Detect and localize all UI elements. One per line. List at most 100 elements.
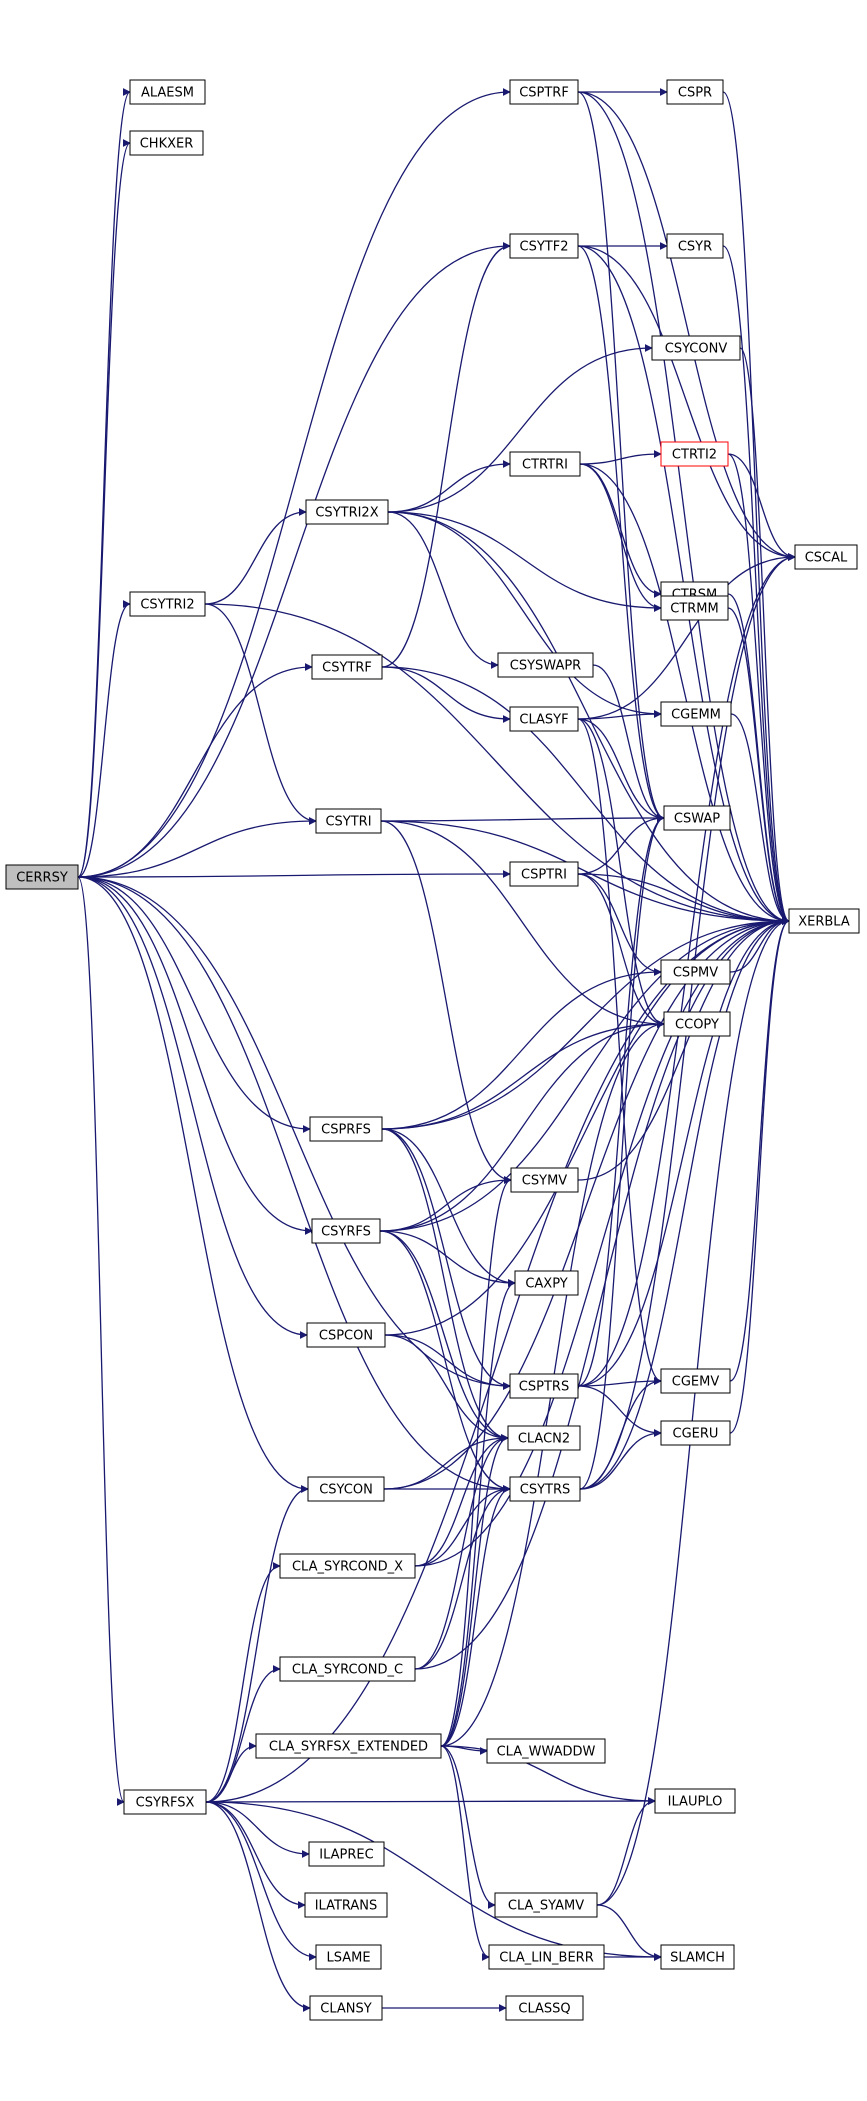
edge-cla-syrcond-x-to-csytrs [414, 1485, 511, 1567]
node-ctrti2[interactable]: CTRTI2 [660, 441, 729, 467]
node-slamch[interactable]: SLAMCH [660, 1944, 735, 1970]
edge-csptrf-to-xerbla [577, 91, 790, 925]
node-classq[interactable]: CLASSQ [505, 1995, 584, 2021]
edge-cla-syrfsx-extended-to-caxpy [440, 1279, 516, 1747]
node-csytri[interactable]: CSYTRI [315, 808, 382, 834]
node-csytrs[interactable]: CSYTRS [509, 1476, 581, 1502]
edge-csprfs-to-caxpy [381, 1128, 516, 1287]
node-csprfs[interactable]: CSPRFS [309, 1116, 383, 1142]
node-box [660, 1420, 731, 1446]
node-clansy[interactable]: CLANSY [309, 1995, 383, 2021]
node-label: CSYTF2 [520, 240, 569, 255]
node-cspcon[interactable]: CSPCON [306, 1322, 386, 1348]
node-ctrtri[interactable]: CTRTRI [509, 451, 581, 477]
node-lsame[interactable]: LSAME [315, 1944, 382, 1970]
node-box [307, 1476, 385, 1502]
node-csyrfsx[interactable]: CSYRFSX [123, 1789, 207, 1815]
node-label: CSYRFS [321, 1225, 371, 1240]
node-alaesm[interactable]: ALAESM [129, 79, 206, 105]
node-label: XERBLA [798, 915, 850, 930]
node-box [788, 908, 860, 934]
node-clacn2[interactable]: CLACN2 [507, 1425, 581, 1451]
node-cgemm[interactable]: CGEMM [660, 701, 732, 727]
node-cspr[interactable]: CSPR [666, 79, 724, 105]
edge-csyrfs-to-csymv [379, 1176, 512, 1232]
node-csptrs[interactable]: CSPTRS [509, 1373, 579, 1399]
edge-cerrsy-to-csyrfsx [77, 876, 125, 1806]
edge-csytri2x-to-xerbla [387, 511, 790, 925]
node-cla-syrcond-x[interactable]: CLA_SYRCOND_X [279, 1553, 416, 1579]
node-label: CSYRFSX [136, 1796, 195, 1811]
node-cla-wwaddw[interactable]: CLA_WWADDW [486, 1738, 606, 1764]
edge-csyrfsx-to-ilaprec [205, 1801, 310, 1858]
node-box [514, 1270, 579, 1296]
edge-ctrtri-to-xerbla [579, 463, 790, 925]
node-csymv[interactable]: CSYMV [510, 1167, 579, 1193]
edge-cspcon-to-clacn2 [384, 1334, 509, 1442]
edge-cla-syrfsx-extended-to-ilauplo [440, 1745, 656, 1805]
node-caxpy[interactable]: CAXPY [514, 1270, 579, 1296]
node-csycon[interactable]: CSYCON [307, 1476, 385, 1502]
edge-cla-syrcond-c-to-xerbla [414, 917, 790, 1670]
node-csyswapr[interactable]: CSYSWAPR [497, 652, 594, 678]
node-csyconv[interactable]: CSYCONV [651, 335, 741, 361]
node-csyr[interactable]: CSYR [666, 233, 724, 259]
node-cla-syrfsx-extended[interactable]: CLA_SYRFSX_EXTENDED [255, 1733, 442, 1759]
node-cscal[interactable]: CSCAL [794, 544, 858, 570]
node-box [497, 652, 594, 678]
edge-cerrsy-to-csytrs [77, 876, 511, 1493]
node-ilauplo[interactable]: ILAUPLO [654, 1788, 736, 1814]
edge-csytrs-to-cswap [579, 814, 665, 1490]
node-label: CTRTRI [522, 458, 568, 473]
edge-csytri2x-to-cgemm [387, 511, 662, 718]
node-csytf2[interactable]: CSYTF2 [509, 233, 579, 259]
edge-cgeru-to-xerbla [729, 917, 790, 1434]
node-clasyf[interactable]: CLASYF [509, 706, 579, 732]
node-cgeru[interactable]: CGERU [660, 1420, 731, 1446]
node-ccopy[interactable]: CCOPY [663, 1011, 731, 1037]
node-xerbla[interactable]: XERBLA [788, 908, 860, 934]
node-label: SLAMCH [670, 1951, 725, 1966]
node-ilaprec[interactable]: ILAPREC [308, 1841, 385, 1867]
node-cspmv[interactable]: CSPMV [660, 959, 731, 985]
node-label: CSYTRF [322, 661, 372, 676]
node-csytri2x[interactable]: CSYTRI2X [305, 499, 389, 525]
node-box [279, 1656, 416, 1682]
node-cerrsy[interactable]: CERRSY [5, 864, 79, 890]
node-cgemv[interactable]: CGEMV [660, 1368, 731, 1394]
edge-csprfs-to-cspmv [381, 968, 662, 1130]
node-ctrmm[interactable]: CTRMM [660, 595, 729, 621]
edge-csytrf-to-clasyf [381, 666, 511, 723]
node-csytrf[interactable]: CSYTRF [311, 654, 383, 680]
node-box [509, 79, 579, 105]
node-csytri2[interactable]: CSYTRI2 [129, 591, 206, 617]
node-cla-syamv[interactable]: CLA_SYAMV [494, 1892, 598, 1918]
node-csyrfs[interactable]: CSYRFS [311, 1218, 381, 1244]
node-label: CGEMV [672, 1375, 720, 1390]
node-cla-syrcond-c[interactable]: CLA_SYRCOND_C [279, 1656, 416, 1682]
edge-ctrti2-to-cscal [727, 453, 796, 561]
edge-cla-syrfsx-extended-to-clacn2 [440, 1434, 509, 1747]
node-label: CSPMV [673, 966, 718, 981]
edge-csptri-to-cswap [577, 814, 665, 875]
node-box [311, 1218, 381, 1244]
node-box [509, 1373, 579, 1399]
node-label: CLASYF [519, 713, 568, 728]
node-box [509, 1476, 581, 1502]
node-box [509, 451, 581, 477]
node-csptri[interactable]: CSPTRI [509, 861, 579, 887]
edge-csyrfs-to-xerbla [379, 917, 790, 1232]
node-box [486, 1738, 606, 1764]
edge-cgemm-to-xerbla [730, 713, 790, 925]
node-box [660, 595, 729, 621]
node-box [5, 864, 79, 890]
node-csptrf[interactable]: CSPTRF [509, 79, 579, 105]
node-chkxer[interactable]: CHKXER [129, 130, 204, 156]
node-cswap[interactable]: CSWAP [663, 805, 731, 831]
node-box [255, 1733, 442, 1759]
edge-csyrfsx-to-slamch [205, 1801, 662, 1961]
node-label: CSYTRI [325, 815, 371, 830]
node-cla-lin-berr[interactable]: CLA_LIN_BERR [488, 1944, 605, 1970]
node-ilatrans[interactable]: ILATRANS [304, 1892, 388, 1918]
